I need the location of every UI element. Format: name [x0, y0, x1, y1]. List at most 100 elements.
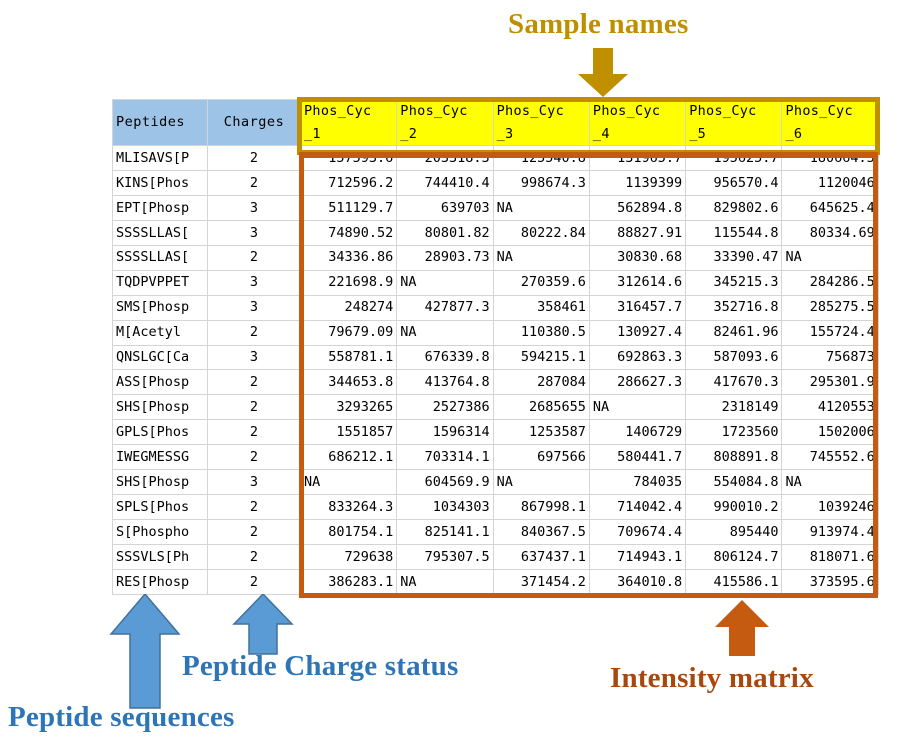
intensity-cell[interactable]: NA	[492, 244, 590, 271]
intensity-cell[interactable]: 110380.5	[492, 319, 590, 346]
intensity-cell[interactable]: 1406729	[588, 419, 687, 446]
peptide-sequence-cell[interactable]: M[Acetyl	[112, 319, 208, 346]
intensity-cell[interactable]: 511129.7	[299, 194, 398, 221]
intensity-cell[interactable]: 345215.3	[685, 269, 783, 296]
peptide-sequence-cell[interactable]: RES[Phosp	[112, 568, 208, 596]
intensity-cell[interactable]: 645625.4	[781, 194, 879, 221]
intensity-cell[interactable]: 157593.6	[299, 145, 398, 171]
column-header-charges[interactable]: Charges	[207, 99, 301, 146]
intensity-cell[interactable]: NA	[299, 469, 398, 496]
intensity-cell[interactable]: 895440	[685, 519, 783, 545]
intensity-cell[interactable]: 285275.5	[781, 294, 879, 321]
intensity-cell[interactable]: 712596.2	[299, 169, 398, 196]
intensity-cell[interactable]: 697566	[492, 444, 590, 471]
intensity-cell[interactable]: 316457.7	[588, 294, 687, 321]
peptide-sequence-cell[interactable]: IWEGMESSG	[112, 444, 208, 471]
intensity-cell[interactable]: 1502006	[781, 419, 879, 446]
intensity-cell[interactable]: 639703	[396, 194, 494, 221]
intensity-cell[interactable]: 180664.5	[781, 145, 879, 171]
intensity-cell[interactable]: 364010.8	[588, 568, 687, 596]
intensity-cell[interactable]: 115544.8	[685, 219, 783, 246]
intensity-cell[interactable]: 1551857	[299, 419, 398, 446]
intensity-cell[interactable]: 82461.96	[685, 319, 783, 346]
intensity-cell[interactable]: 413764.8	[396, 369, 494, 396]
intensity-cell[interactable]: 703314.1	[396, 444, 494, 471]
intensity-cell[interactable]: 286627.3	[588, 369, 687, 396]
intensity-cell[interactable]: 203318.3	[396, 145, 494, 171]
intensity-cell[interactable]: 745552.6	[781, 444, 879, 471]
charge-cell[interactable]: 2	[207, 444, 301, 471]
intensity-cell[interactable]: 554084.8	[685, 469, 783, 496]
charge-cell[interactable]: 2	[207, 544, 301, 570]
intensity-cell[interactable]: 248274	[299, 294, 398, 321]
charge-cell[interactable]: 2	[207, 394, 301, 421]
intensity-cell[interactable]: 415586.1	[685, 568, 783, 596]
intensity-cell[interactable]: 417670.3	[685, 369, 783, 396]
charge-cell[interactable]: 3	[207, 219, 301, 246]
intensity-cell[interactable]: 784035	[588, 469, 687, 496]
peptide-sequence-cell[interactable]: SHS[Phosp	[112, 469, 208, 496]
intensity-cell[interactable]: 637437.1	[492, 544, 590, 570]
intensity-cell[interactable]: 1723560	[685, 419, 783, 446]
intensity-cell[interactable]: 131965.7	[588, 145, 687, 171]
intensity-cell[interactable]: 221698.9	[299, 269, 398, 296]
intensity-cell[interactable]: 714042.4	[588, 494, 687, 521]
intensity-cell[interactable]: 1120046	[781, 169, 879, 196]
column-header-peptides[interactable]: Peptides	[112, 99, 208, 146]
peptide-sequence-cell[interactable]: SSSVLS[Ph	[112, 544, 208, 570]
intensity-cell[interactable]: 558781.1	[299, 344, 398, 371]
charge-cell[interactable]: 3	[207, 344, 301, 371]
charge-cell[interactable]: 2	[207, 419, 301, 446]
intensity-cell[interactable]: 386283.1	[299, 568, 398, 596]
intensity-cell[interactable]: NA	[396, 319, 494, 346]
peptide-sequence-cell[interactable]: S[Phospho	[112, 519, 208, 545]
intensity-cell[interactable]: 195625.7	[685, 145, 783, 171]
charge-cell[interactable]: 2	[207, 568, 301, 596]
charge-cell[interactable]: 2	[207, 169, 301, 196]
intensity-cell[interactable]: NA	[396, 269, 494, 296]
column-header-sample-2[interactable]: Phos_Cyc_2	[396, 99, 494, 146]
intensity-cell[interactable]: 79679.09	[299, 319, 398, 346]
charge-cell[interactable]: 3	[207, 294, 301, 321]
intensity-cell[interactable]: 373595.6	[781, 568, 879, 596]
intensity-cell[interactable]: 80801.82	[396, 219, 494, 246]
intensity-cell[interactable]: 130927.4	[588, 319, 687, 346]
column-header-sample-3[interactable]: Phos_Cyc_3	[492, 99, 590, 146]
column-header-sample-4[interactable]: Phos_Cyc_4	[588, 99, 687, 146]
intensity-cell[interactable]: NA	[492, 469, 590, 496]
intensity-cell[interactable]: 808891.8	[685, 444, 783, 471]
charge-cell[interactable]: 3	[207, 269, 301, 296]
peptide-sequence-cell[interactable]: SHS[Phosp	[112, 394, 208, 421]
peptide-sequence-cell[interactable]: SPLS[Phos	[112, 494, 208, 521]
intensity-cell[interactable]: 287084	[492, 369, 590, 396]
intensity-cell[interactable]: 818071.6	[781, 544, 879, 570]
intensity-cell[interactable]: 692863.3	[588, 344, 687, 371]
intensity-cell[interactable]: NA	[396, 568, 494, 596]
intensity-cell[interactable]: 1596314	[396, 419, 494, 446]
intensity-cell[interactable]: 594215.1	[492, 344, 590, 371]
intensity-cell[interactable]: 829802.6	[685, 194, 783, 221]
intensity-cell[interactable]: 33390.47	[685, 244, 783, 271]
peptide-sequence-cell[interactable]: SSSSLLAS[	[112, 219, 208, 246]
intensity-cell[interactable]: 427877.3	[396, 294, 494, 321]
intensity-cell[interactable]: 270359.6	[492, 269, 590, 296]
intensity-cell[interactable]: 840367.5	[492, 519, 590, 545]
intensity-cell[interactable]: 825141.1	[396, 519, 494, 545]
intensity-cell[interactable]: 709674.4	[588, 519, 687, 545]
intensity-cell[interactable]: 30830.68	[588, 244, 687, 271]
intensity-cell[interactable]: 312614.6	[588, 269, 687, 296]
intensity-cell[interactable]: 2527386	[396, 394, 494, 421]
intensity-cell[interactable]: 795307.5	[396, 544, 494, 570]
column-header-sample-5[interactable]: Phos_Cyc_5	[685, 99, 783, 146]
